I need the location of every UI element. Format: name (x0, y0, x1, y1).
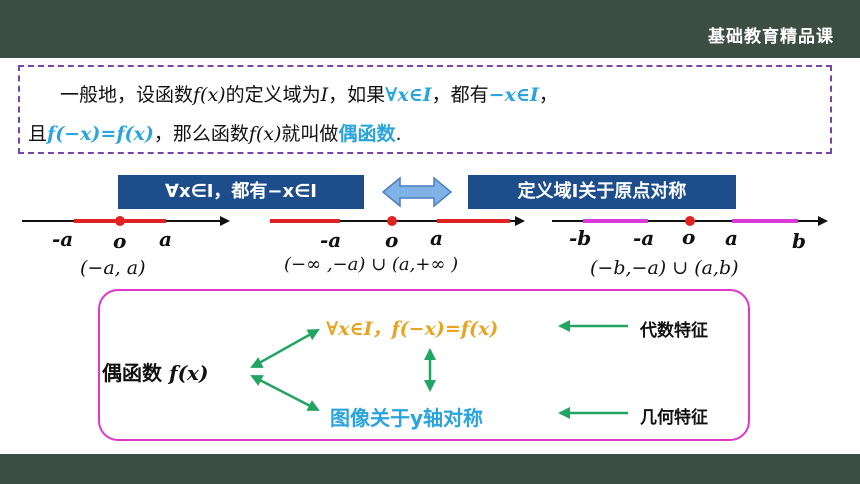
number-line-2 (270, 216, 525, 226)
bottom-bar (0, 454, 860, 484)
def-text: 的定义域为 (225, 84, 321, 106)
tick-label: -a (52, 227, 73, 251)
interval-text-3: (−b,−a) ∪ (a,b) (590, 257, 739, 279)
tick-label: a (430, 226, 443, 250)
def-equation: f(−x)=f(x) (47, 123, 154, 145)
tick-label: o (113, 229, 126, 253)
def-text: 就叫做 (281, 123, 339, 145)
arrow-head-left-icon (250, 357, 264, 369)
tick-label: o (682, 225, 695, 249)
tick-label: -a (320, 228, 341, 252)
origin-dot (685, 216, 695, 226)
origin-dot (115, 216, 125, 226)
interval-text-1: (−a, a) (80, 257, 146, 279)
definition-box: 一般地，设函数f(x)的定义域为I，如果∀x∈I，都有−x∈I， 且f(−x)=… (18, 65, 832, 154)
geometric-tag: 几何特征 (640, 408, 708, 428)
def-fx: f(x) (248, 123, 282, 145)
definition-line-1: 一般地，设函数f(x)的定义域为I，如果∀x∈I，都有−x∈I， (60, 80, 558, 107)
tick-label: o (385, 228, 398, 252)
number-line-1 (22, 216, 230, 226)
characteristics-box (98, 289, 750, 441)
def-term-even-function: 偶函数 (338, 123, 396, 145)
def-domain-symbol: I (320, 84, 329, 106)
arrow-head-left-icon (250, 374, 264, 386)
origin-dot (387, 216, 397, 226)
even-function-fx: f(x) (168, 361, 209, 385)
def-fx: f(x) (193, 84, 226, 106)
tick-label: -a (633, 226, 654, 250)
def-text: 且 (28, 123, 48, 145)
def-text: ，如果 (328, 84, 386, 106)
top-bar: 基础教育精品课 (0, 0, 860, 58)
geometric-condition: 图像关于y轴对称 (330, 406, 484, 430)
tick-label: b (792, 229, 806, 253)
tick-label: a (159, 227, 172, 251)
def-text: 一般地，设函数 (60, 84, 194, 106)
equivalence-left-label: ∀x∈I，都有−x∈I (118, 175, 364, 209)
even-function-text: 偶函数 (102, 361, 162, 385)
def-text: ，那么函数 (153, 123, 249, 145)
number-line-3 (552, 216, 828, 226)
algebraic-tag: 代数特征 (640, 321, 708, 341)
equivalence-right-label: 定义域I关于原点对称 (468, 175, 736, 209)
definition-line-2: 且f(−x)=f(x)，那么函数f(x)就叫做偶函数. (28, 119, 402, 146)
equivalence-double-arrow-icon (381, 176, 453, 208)
def-condition: ∀x∈I (385, 84, 432, 106)
even-function-label: 偶函数 f(x) (102, 357, 208, 386)
def-text: ， (538, 84, 558, 106)
brand-title: 基础教育精品课 (708, 27, 834, 47)
tick-label: -b (569, 226, 591, 250)
algebraic-condition: ∀x∈I，f(−x)=f(x) (326, 318, 499, 340)
def-text: ，都有 (431, 84, 489, 106)
def-text: . (395, 123, 402, 145)
def-condition-2: −x∈I (488, 84, 539, 106)
tick-label: a (725, 226, 738, 250)
mapping-arrows (250, 320, 628, 419)
interval-text-2: (−∞ ,−a) ∪ (a,+∞ ) (284, 254, 459, 275)
